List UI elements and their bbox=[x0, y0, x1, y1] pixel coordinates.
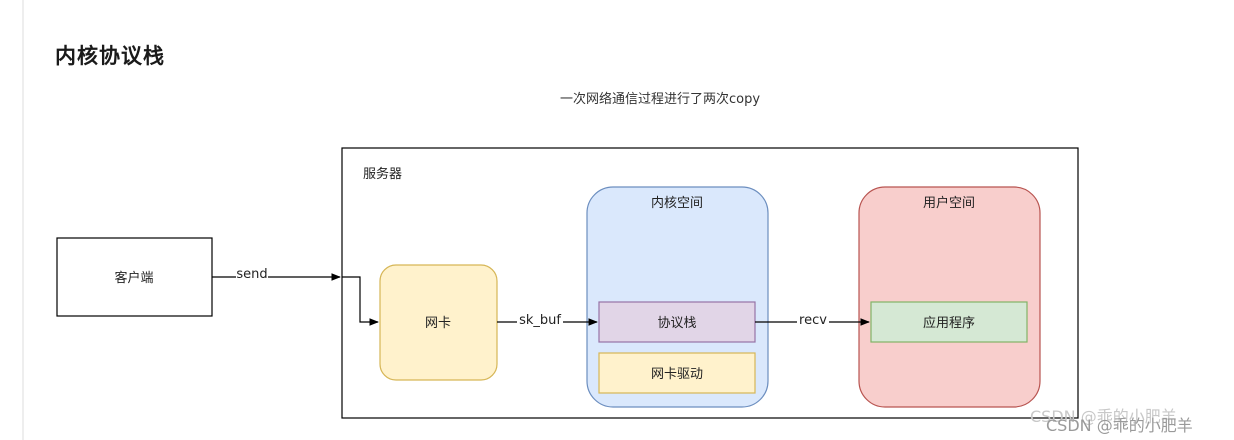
nic-driver-box bbox=[598, 352, 756, 394]
client-label: 客户端 bbox=[114, 270, 153, 286]
user-space-label: 用户空间 bbox=[923, 195, 975, 211]
section-heading: 内核协议栈 bbox=[55, 44, 165, 68]
recv-edge-label: recv bbox=[799, 313, 827, 328]
nic-label: 网卡 bbox=[425, 316, 451, 331]
protocol-stack-label: 协议栈 bbox=[657, 316, 696, 331]
kernel-space-label: 内核空间 bbox=[651, 195, 703, 211]
user-space-box bbox=[858, 186, 1041, 408]
content-left-rule bbox=[22, 0, 24, 440]
client-box bbox=[56, 237, 213, 317]
application-label: 应用程序 bbox=[923, 315, 975, 331]
diagram-caption: 一次网络通信过程进行了两次copy bbox=[560, 92, 761, 107]
send-edge-label: send bbox=[236, 267, 267, 282]
server-label: 服务器 bbox=[363, 166, 402, 182]
application-box bbox=[870, 301, 1028, 343]
watermark: CSDN @乖的小肥羊 bbox=[1046, 416, 1193, 435]
nic-driver-label: 网卡驱动 bbox=[651, 367, 703, 382]
server-to-nic-arrow bbox=[342, 276, 379, 326]
watermark-ghost: CSDN @乖的小肥羊 bbox=[1030, 407, 1177, 426]
kernel-space-box bbox=[586, 186, 769, 408]
skbuf-edge-label: sk_buf bbox=[519, 313, 561, 328]
